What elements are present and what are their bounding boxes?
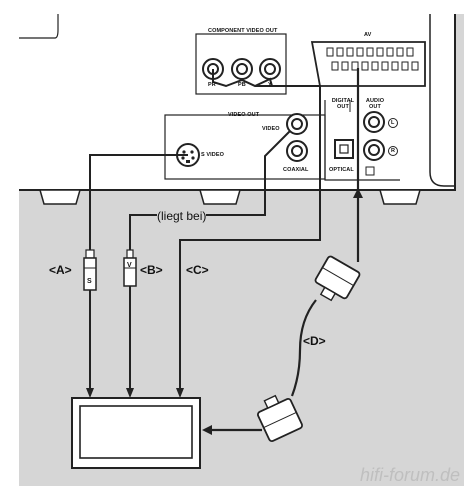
audio-out-label: AUDIO OUT (365, 98, 385, 110)
component-frame (195, 33, 287, 95)
optical-jack (334, 139, 354, 159)
audio-jack-right (363, 139, 385, 161)
coaxial-label: COAXIAL (283, 167, 309, 173)
watermark: hifi-forum.de (359, 465, 460, 485)
digital-out-label: DIGITAL OUT (331, 98, 355, 110)
pr-label: PR (208, 82, 216, 88)
s-video-label: S VIDEO (201, 152, 225, 158)
s-video-plug (83, 249, 97, 291)
s-plug-letter: S (87, 278, 92, 285)
player-outline (19, 14, 456, 191)
component-jack-pb (231, 58, 253, 80)
player-top-left-edge (19, 14, 59, 39)
audio-l-label: L (391, 120, 395, 126)
video-label: VIDEO (262, 126, 280, 132)
optical-label: OPTICAL (329, 167, 354, 173)
label-b: <B> (140, 263, 163, 277)
digital-audio-frame (324, 100, 400, 181)
tv (71, 397, 201, 469)
av-scart-pins (326, 47, 419, 71)
arrow-d-up (353, 188, 363, 198)
pb-label: PB (238, 82, 246, 88)
audio-r-mark (388, 146, 398, 156)
cable-a (89, 154, 188, 388)
cable-c-run (179, 85, 321, 388)
y-label: Y (268, 82, 272, 88)
foot-mid (199, 189, 241, 205)
player-right-edge (429, 14, 455, 187)
component-video-out-label: COMPONENT VIDEO OUT (208, 28, 278, 34)
av-label: AV (364, 32, 372, 38)
ground-mark (365, 166, 375, 176)
label-c: <C> (186, 263, 209, 277)
audio-jack-left (363, 111, 385, 133)
foot-left (39, 189, 81, 205)
arrow-c (176, 388, 184, 398)
component-jack-y (259, 58, 281, 80)
scart-plug-bottom (257, 394, 303, 443)
supplied-label: (liegt bei) (157, 209, 207, 223)
cable-d-mid (290, 299, 317, 397)
v-plug-letter: V (127, 262, 132, 269)
label-a: <A> (49, 263, 72, 277)
scart-plug-top (314, 255, 361, 302)
arrow-a (86, 388, 94, 398)
audio-r-label: R (391, 148, 396, 154)
label-d: <D> (303, 334, 326, 348)
video-plug (123, 249, 137, 287)
video-jack (286, 113, 308, 135)
audio-l-mark (388, 118, 398, 128)
cable-c (212, 69, 320, 88)
arrow-b (126, 388, 134, 398)
coaxial-jack (286, 140, 308, 162)
arrow-d-tv (202, 425, 212, 435)
foot-right (379, 189, 421, 205)
video-out-label: VIDEO OUT (228, 112, 260, 118)
